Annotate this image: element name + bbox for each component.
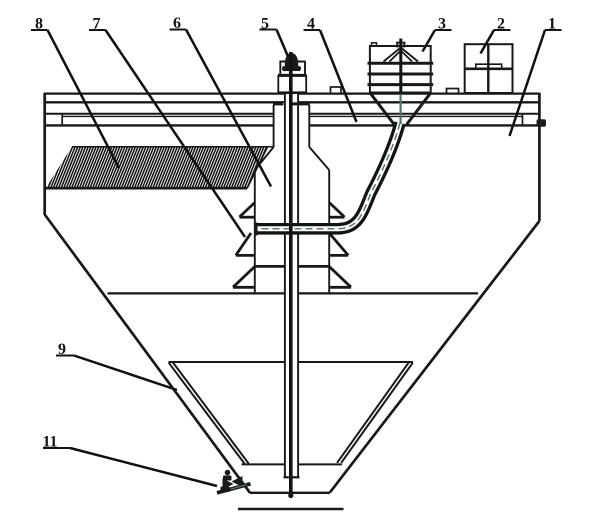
svg-text:11: 11 (42, 434, 57, 451)
svg-text:1: 1 (548, 16, 556, 33)
svg-text:7: 7 (93, 16, 101, 33)
svg-text:6: 6 (173, 15, 181, 32)
svg-text:9: 9 (58, 341, 66, 358)
svg-text:8: 8 (35, 16, 43, 33)
svg-text:5: 5 (261, 16, 269, 33)
svg-text:2: 2 (497, 16, 505, 33)
svg-text:3: 3 (438, 16, 446, 33)
svg-text:4: 4 (307, 16, 315, 33)
